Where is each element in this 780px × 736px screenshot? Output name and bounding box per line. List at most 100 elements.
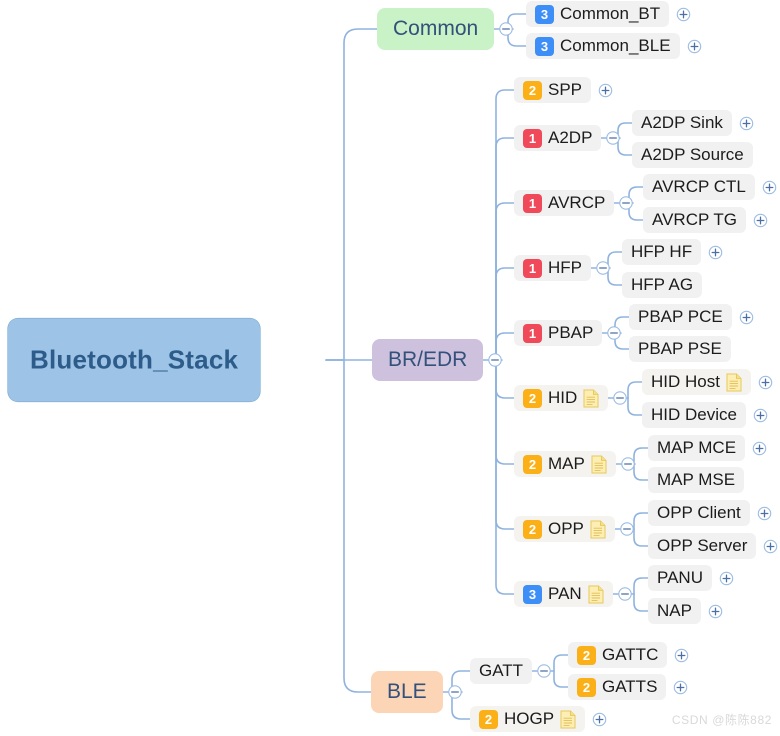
collapse-icon-opp[interactable]: [620, 522, 635, 537]
expand-plus-icon[interactable]: [598, 83, 613, 98]
node-box[interactable]: HID Host: [642, 369, 751, 395]
node-box[interactable]: MAP MSE: [648, 467, 745, 493]
expand-plus-icon[interactable]: [753, 213, 768, 228]
expand-plus-icon[interactable]: [687, 39, 702, 54]
node-box[interactable]: HID Device: [642, 402, 746, 428]
collapse-icon-avrcp[interactable]: [619, 196, 634, 211]
branch-node-bredr[interactable]: BR/EDR: [372, 339, 484, 381]
node-box[interactable]: A2DP Sink: [632, 110, 732, 136]
collapse-icon-bredr[interactable]: [488, 353, 503, 368]
branch-node-ble[interactable]: BLE: [371, 671, 443, 713]
node-opp-client[interactable]: OPP Client: [648, 500, 772, 526]
collapse-icon-map[interactable]: [621, 457, 636, 472]
node-gatt[interactable]: GATT: [470, 658, 533, 684]
collapse-icon-common[interactable]: [499, 22, 514, 37]
node-box[interactable]: PBAP PSE: [629, 336, 731, 362]
branch-node-box[interactable]: BLE: [371, 671, 443, 713]
node-pbap-pse[interactable]: PBAP PSE: [629, 336, 731, 362]
collapse-icon-a2dp[interactable]: [606, 131, 621, 146]
expand-plus-icon[interactable]: [753, 408, 768, 423]
node-avrcp-ctl[interactable]: AVRCP CTL: [643, 174, 777, 200]
branch-node-common[interactable]: Common: [377, 8, 495, 50]
collapse-icon-pbap[interactable]: [607, 326, 622, 341]
node-hfp-ag[interactable]: HFP AG: [622, 272, 703, 298]
node-box[interactable]: HFP HF: [622, 239, 702, 265]
collapse-icon-pan[interactable]: [618, 587, 633, 602]
node-pbap-pce[interactable]: PBAP PCE: [629, 304, 754, 330]
node-avrcp-tg[interactable]: AVRCP TG: [643, 207, 768, 233]
node-hid-device[interactable]: HID Device: [642, 402, 768, 428]
node-box[interactable]: GATT: [470, 658, 533, 684]
expand-plus-icon[interactable]: [673, 680, 688, 695]
expand-plus-icon[interactable]: [676, 7, 691, 22]
node-opp-server[interactable]: OPP Server: [648, 533, 778, 559]
node-box[interactable]: OPP Server: [648, 533, 757, 559]
expand-plus-icon[interactable]: [762, 180, 777, 195]
collapse-icon-hid[interactable]: [613, 391, 628, 406]
node-box[interactable]: OPP Client: [648, 500, 750, 526]
node-a2dp-sink[interactable]: A2DP Sink: [632, 110, 754, 136]
node-box[interactable]: AVRCP TG: [643, 207, 747, 233]
expand-plus-icon[interactable]: [757, 506, 772, 521]
node-box[interactable]: HFP AG: [622, 272, 703, 298]
expand-plus-icon[interactable]: [739, 310, 754, 325]
expand-plus-icon[interactable]: [719, 571, 734, 586]
collapse-icon-ble[interactable]: [448, 685, 463, 700]
node-box[interactable]: PANU: [648, 565, 712, 591]
node-panu[interactable]: PANU: [648, 565, 734, 591]
expand-plus-icon[interactable]: [592, 712, 607, 727]
node-box[interactable]: AVRCP CTL: [643, 174, 755, 200]
node-box[interactable]: A2DP Source: [632, 142, 753, 168]
node-box[interactable]: NAP: [648, 598, 701, 624]
branch-node-box[interactable]: BR/EDR: [372, 339, 484, 381]
collapse-icon-gatt[interactable]: [537, 664, 552, 679]
node-hid-host[interactable]: HID Host: [642, 369, 773, 395]
expand-plus-icon[interactable]: [739, 116, 754, 131]
node-box[interactable]: PBAP PCE: [629, 304, 732, 330]
node-a2dp-source[interactable]: A2DP Source: [632, 142, 753, 168]
expand-plus-icon[interactable]: [674, 648, 689, 663]
expand-plus-icon[interactable]: [752, 441, 767, 456]
collapse-icon-hfp[interactable]: [596, 261, 611, 276]
expand-plus-icon[interactable]: [708, 604, 723, 619]
node-hfp-hf[interactable]: HFP HF: [622, 239, 723, 265]
root-node-box[interactable]: Bluetooth_Stack: [8, 318, 261, 402]
node-box[interactable]: MAP MCE: [648, 435, 746, 461]
expand-plus-icon[interactable]: [708, 245, 723, 260]
branch-node-box[interactable]: Common: [377, 8, 495, 50]
expand-plus-icon[interactable]: [758, 375, 773, 390]
node-map-mse[interactable]: MAP MSE: [648, 467, 745, 493]
node-map-mce[interactable]: MAP MCE: [648, 435, 767, 461]
expand-plus-icon[interactable]: [763, 539, 778, 554]
root-node[interactable]: Bluetooth_Stack: [8, 318, 261, 402]
node-nap[interactable]: NAP: [648, 598, 723, 624]
